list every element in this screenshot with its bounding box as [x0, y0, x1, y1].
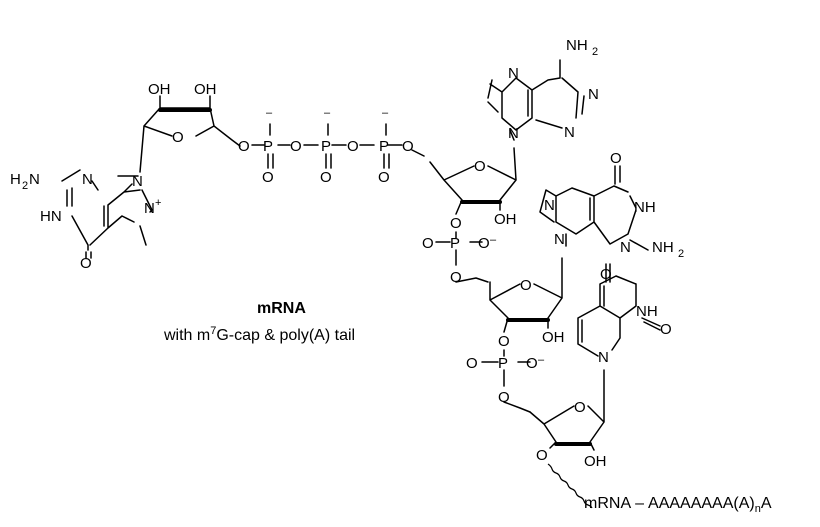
phosphate-p-alpha: P [263, 138, 273, 155]
chain-label-sequence: AAAAAAAA(A) [648, 495, 755, 512]
cap-ribose [139, 95, 241, 173]
guanosine-3-o: O [498, 333, 510, 350]
adenosine-oh: OH [494, 211, 517, 228]
h2n-subscript: 2 [22, 180, 28, 192]
h2n-tail-label: N [29, 171, 40, 188]
uracil-nh: NH [636, 303, 658, 320]
guanine-ring-2 [539, 165, 649, 251]
phosphate-alpha-oxo: O [262, 169, 274, 186]
phosphodiester-2-p: P [498, 355, 508, 372]
adenine-nh2: NH [566, 37, 588, 54]
caption-subtitle: with m7G-cap & poly(A) tail [163, 325, 355, 344]
adenine-n1: N [588, 86, 599, 103]
adenine-n7: N [508, 65, 519, 82]
phosphodiester-2-oxo: O [466, 355, 478, 372]
guanine-2-nh2: NH [652, 239, 674, 256]
uridine-ribose [529, 369, 605, 451]
adenosine-ring-o: O [474, 158, 486, 175]
caption-subtitle-suffix: G-cap & poly(A) tail [216, 327, 355, 344]
guanine-n7-charge: + [155, 197, 161, 209]
cap-ribose-oh-3: OH [194, 81, 217, 98]
phosphodiester-2-charge: – [538, 354, 545, 366]
phosphodiester-1-o-minus: O [478, 235, 490, 252]
guanine-2-nh2-subscript: 2 [678, 248, 684, 260]
phosphodiester-1-charge: – [490, 234, 497, 246]
adenosine-ribose [429, 147, 517, 215]
m7g-guanine [61, 169, 153, 259]
uridine-3-o: O [536, 447, 548, 464]
guanine-2-n7: N [544, 197, 555, 214]
uridine-ring-o: O [574, 399, 586, 416]
phosphate-beta-charge: – [324, 107, 331, 119]
chain-label-suffix: A [761, 495, 772, 512]
guanosine-ribose [489, 257, 563, 333]
adenine-ring [487, 59, 585, 141]
guanine-n7-label: N [144, 200, 155, 217]
guanosine-oh: OH [542, 329, 565, 346]
caption-subtitle-prefix: with m [163, 327, 210, 344]
phosphate-bridge-o-3: O [347, 138, 359, 155]
phosphate-bridge-o-1: O [238, 138, 250, 155]
uracil-ring [577, 263, 661, 357]
chain-label: mRNA–AAAAAAAA(A)nA [584, 495, 772, 515]
guanine-n9-label: N [132, 173, 143, 190]
cap-ribose-oh-2: OH [148, 81, 171, 98]
h2n-label: H [10, 171, 21, 188]
adenosine-3-o: O [450, 215, 462, 232]
phosphate-beta-oxo: O [320, 169, 332, 186]
phosphate-bridge-o-2: O [290, 138, 302, 155]
guanine-2-n3: N [620, 239, 631, 256]
caption-title: mRNA [257, 300, 306, 317]
chain-wavy-bond [547, 463, 593, 509]
guanine-hn-label: HN [40, 208, 62, 225]
phosphodiester-2-o-minus: O [526, 355, 538, 372]
phosphate-alpha-charge: – [266, 107, 273, 119]
phosphate-gamma-oxo: O [378, 169, 390, 186]
triphosphate-bonds [251, 123, 425, 169]
chain-label-subscript: n [755, 503, 761, 515]
phosphodiester-2 [481, 349, 531, 413]
phosphate-p-beta: P [321, 138, 331, 155]
guanine-2-n9: N [554, 231, 565, 248]
uracil-o4: O [600, 266, 612, 283]
adenine-n9: N [508, 125, 519, 142]
adenine-n3: N [564, 124, 575, 141]
phosphodiester-1 [435, 231, 489, 283]
guanine-2-o6: O [610, 150, 622, 167]
caption-subtitle-superscript: 7 [210, 325, 216, 337]
phosphodiester-2-bridge-o: O [498, 389, 510, 406]
uridine-oh: OH [584, 453, 607, 470]
phosphate-gamma-charge: – [382, 107, 389, 119]
guanosine-ring-o: O [520, 277, 532, 294]
chain-label-prefix: mRNA [584, 495, 631, 512]
adenine-nh2-subscript: 2 [592, 46, 598, 58]
phosphate-p-gamma: P [379, 138, 389, 155]
guanine-o6-label: O [80, 255, 92, 272]
guanine-2-nh: NH [634, 199, 656, 216]
chain-label-separator: – [635, 495, 644, 512]
uracil-n1: N [598, 349, 609, 366]
phosphodiester-1-oxo: O [422, 235, 434, 252]
uracil-o2: O [660, 321, 672, 338]
guanine-n3-label: N [82, 171, 93, 188]
cap-ribose-ring-o: O [172, 129, 184, 146]
phosphate-bridge-o-4: O [402, 138, 414, 155]
phosphodiester-1-p: P [450, 235, 460, 252]
phosphodiester-1-bridge-o: O [450, 269, 462, 286]
